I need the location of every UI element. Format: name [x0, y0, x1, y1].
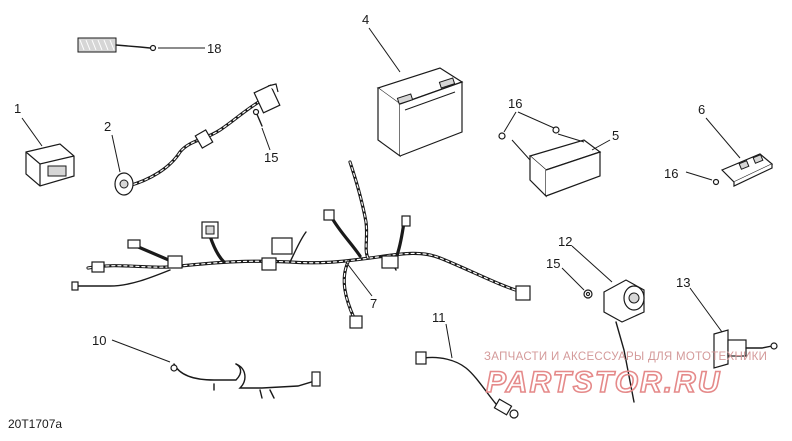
part-4-battery — [376, 67, 464, 158]
part-14-bolt — [252, 108, 263, 127]
leader-6 — [705, 117, 741, 159]
callout-11: 11 — [432, 310, 446, 325]
watermark-logo: PARTSTOR.RU — [486, 366, 721, 399]
part-13-connector — [713, 329, 778, 369]
part-18-resistor — [77, 37, 157, 53]
part-16-screw-lower — [712, 178, 720, 186]
part-12-switch — [603, 279, 645, 403]
document-number: 20T1707a — [8, 417, 62, 431]
leader-13 — [689, 287, 723, 333]
part-2-sensor-cable — [114, 83, 281, 196]
callout-1: 1 — [14, 101, 21, 116]
callout-13: 13 — [676, 275, 690, 290]
leader-14 — [261, 127, 271, 151]
callout-14: 15 — [264, 150, 278, 165]
leader-7 — [345, 261, 373, 297]
part-15-nut — [583, 289, 593, 299]
callout-7: 7 — [370, 296, 377, 311]
leader-15 — [561, 267, 585, 291]
leader-16-b — [517, 111, 555, 129]
leader-5 — [591, 139, 611, 151]
callout-16-upper: 16 — [508, 96, 522, 111]
leader-1 — [21, 117, 43, 147]
callout-12: 12 — [558, 234, 572, 249]
leader-12 — [571, 245, 613, 283]
watermark-tagline: ЗАПЧАСТИ И АКСЕССУАРЫ ДЛЯ МОТОТЕХНИКИ — [484, 351, 767, 363]
part-1-relay — [25, 143, 75, 187]
part-6-bracket — [720, 153, 774, 187]
callout-18: 18 — [207, 41, 221, 56]
part-10-cable — [170, 363, 321, 399]
callout-2: 2 — [104, 119, 111, 134]
leader-2 — [111, 134, 121, 173]
leader-10 — [111, 339, 171, 363]
callout-10: 10 — [92, 333, 106, 348]
part-5-control-module — [511, 133, 602, 198]
callout-5: 5 — [612, 128, 619, 143]
callout-4: 4 — [362, 12, 369, 27]
callout-16-lower: 16 — [664, 166, 678, 181]
part-7-wiring-harness — [71, 160, 531, 329]
callout-15-text: 15 — [546, 256, 560, 271]
callout-15-value: 15 — [546, 256, 560, 271]
callout-6: 6 — [698, 102, 705, 117]
part-11-sensor — [415, 351, 519, 419]
leader-16-c — [685, 171, 713, 181]
leader-16-a — [503, 111, 517, 133]
leader-11 — [445, 323, 453, 359]
leader-4 — [368, 27, 401, 73]
part-16-screws-upper — [498, 126, 560, 140]
